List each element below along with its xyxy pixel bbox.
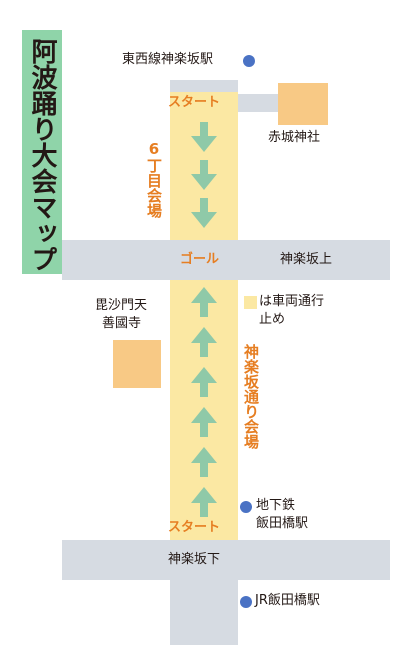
bishamonten-block	[113, 340, 161, 388]
road-akagi-branch	[238, 94, 278, 112]
station-dot-icon	[243, 55, 255, 67]
label-start-bottom: スタート	[168, 520, 221, 535]
map-title: 阿波踊り大会マップ	[27, 38, 57, 272]
up-arrow-icon	[191, 447, 217, 477]
up-arrow-icon	[191, 407, 217, 437]
up-arrow-icon	[191, 487, 217, 517]
up-arrow-icon	[191, 327, 217, 357]
down-arrow-icon	[191, 122, 217, 152]
label-bishamonten: 毘沙門天	[95, 298, 148, 313]
up-arrow-icon	[191, 287, 217, 317]
label-kagurazaka-shita: 神楽坂下	[168, 552, 221, 567]
label-jr-iidabashi-station: JR飯田橋駅	[255, 593, 320, 608]
map-title-box: 阿波踊り大会マップ	[22, 30, 62, 274]
legend-text-line1: は車両通行	[259, 294, 325, 309]
label-tozai-kagurazaka-station: 東西線神楽坂駅	[122, 52, 214, 67]
label-start-top: スタート	[168, 95, 221, 110]
legend-text-line2: 止め	[259, 312, 286, 327]
road-kagurazaka-shita	[62, 540, 390, 580]
label-6chome-venue: 6丁目会場	[145, 140, 163, 218]
label-zenkokuji: 善國寺	[102, 316, 142, 331]
down-arrow-icon	[191, 198, 217, 228]
label-kagurazaka-dori-venue: 神楽坂通り会場	[242, 344, 260, 449]
label-akagi-shrine: 赤城神社	[268, 130, 321, 145]
road-kagurazaka-ue	[62, 240, 390, 280]
legend-swatch	[244, 296, 257, 309]
label-chikatetsu: 地下鉄	[256, 498, 296, 513]
station-dot-icon	[240, 501, 252, 513]
label-kagurazaka-ue: 神楽坂上	[280, 252, 333, 267]
akagi-shrine-block	[278, 83, 328, 125]
up-arrow-icon	[191, 367, 217, 397]
label-goal: ゴール	[180, 252, 220, 267]
station-dot-icon	[240, 596, 252, 608]
down-arrow-icon	[191, 160, 217, 190]
label-iidabashi-station: 飯田橋駅	[256, 516, 309, 531]
